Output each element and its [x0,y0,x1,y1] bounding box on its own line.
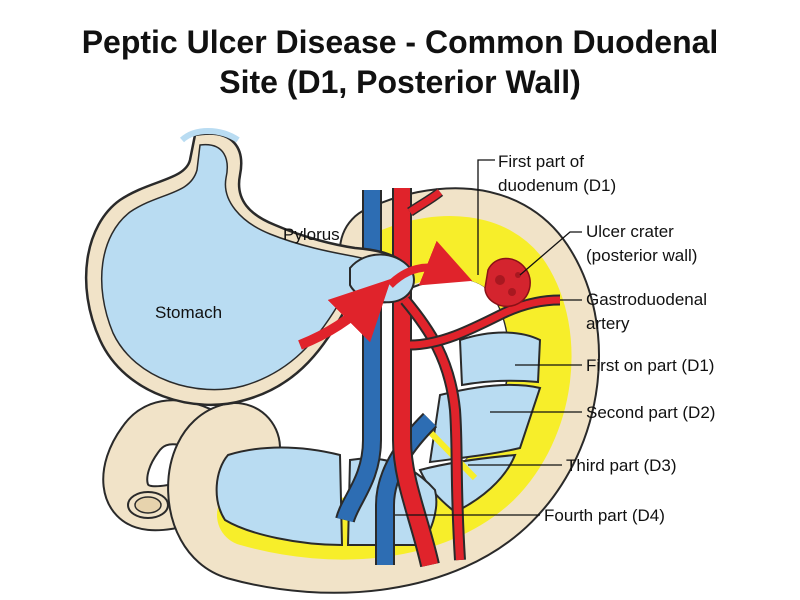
label-first-part-line2: duodenum (D1) [498,176,616,195]
segment-d1 [458,331,542,387]
flow-arrow-stomach [298,278,392,350]
label-ulcer-line2: (posterior wall) [586,246,697,265]
blood-vessels [335,188,561,568]
ulcer-crater [484,257,531,307]
segment-d3 [418,453,517,514]
label-d2: Second part (D2) [586,403,715,422]
label-first-part-line1: First part of [498,152,584,171]
label-artery-line1: Gastroduodenal [586,290,707,309]
flow-arrow-pylorus [387,240,473,288]
flow-arrows [298,240,473,350]
label-ulcer-line1: Ulcer crater [586,222,674,241]
leader-line-d1-top [477,159,495,275]
leader-lines [395,159,582,516]
leader-line-ulcer [519,231,582,276]
segment-d4-left [215,446,344,547]
label-d3: Third part (D3) [566,456,677,475]
diagram-title: Peptic Ulcer Disease - Common Duodenal S… [0,22,800,102]
title-line-2: Site (D1, Posterior Wall) [219,64,581,100]
label-stomach: Stomach [155,303,222,322]
label-d4: Fourth part (D4) [544,506,665,525]
label-pylorus: Pylorus [283,225,340,244]
label-d1: First on part (D1) [586,356,714,375]
title-line-1: Peptic Ulcer Disease - Common Duodenal [81,24,719,60]
label-artery-line2: artery [586,314,630,333]
